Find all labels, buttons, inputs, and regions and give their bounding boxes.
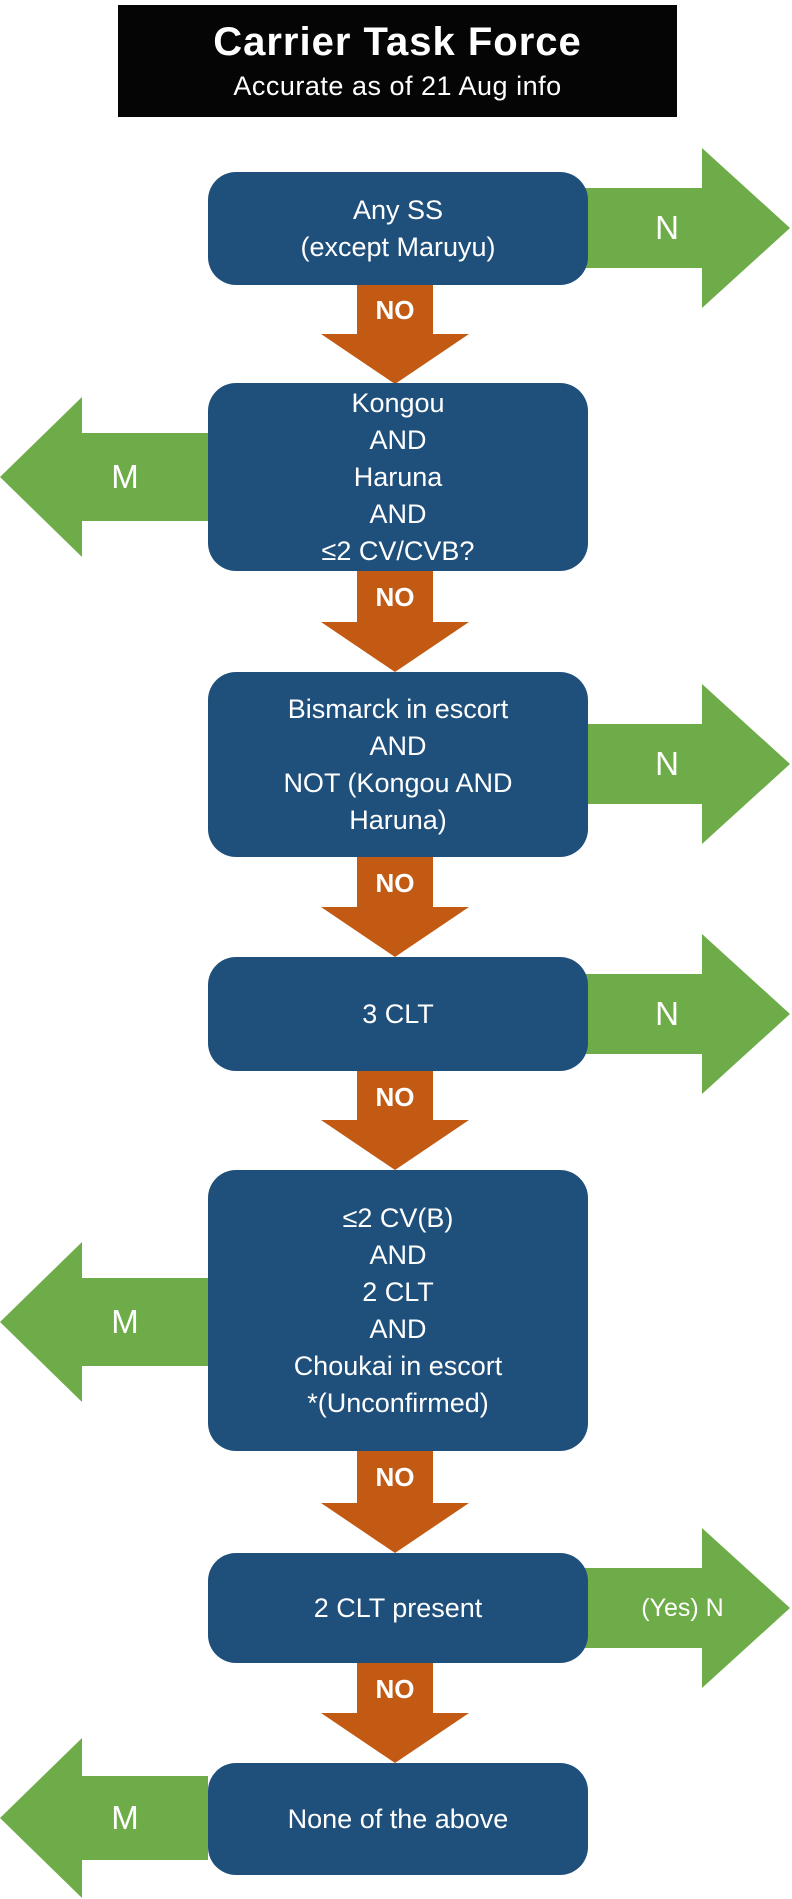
no-arrow-body-1 <box>357 285 433 334</box>
no-arrow-label-2: NO <box>375 582 415 612</box>
title-banner: Carrier Task Force Accurate as of 21 Aug… <box>118 5 677 117</box>
exit-arrow-label-n-4: N <box>655 995 679 1032</box>
no-arrow-head-4 <box>321 1120 469 1170</box>
no-arrow-body-5 <box>357 1451 433 1503</box>
exit-arrow-right-head-1 <box>702 148 790 308</box>
exit-arrow-left-body-7 <box>82 1776 208 1860</box>
exit-arrow-label-m-2: M <box>111 458 139 495</box>
no-arrow-label-3: NO <box>375 868 415 898</box>
decision-box-text: Any SS(except Maruyu) <box>300 194 496 262</box>
exit-arrow-right-body-6 <box>584 1568 702 1648</box>
exit-arrow-right-head-3 <box>702 684 790 844</box>
exit-arrow-label-m-7: M <box>111 1799 139 1836</box>
no-arrow-label-6: NO <box>375 1674 415 1704</box>
exit-arrow-left-head-2 <box>0 397 82 557</box>
no-arrow-head-2 <box>321 622 469 672</box>
exit-arrow-label-n-3: N <box>655 745 679 782</box>
no-arrow-body-2 <box>357 571 433 622</box>
no-arrow-head-5 <box>321 1503 469 1553</box>
no-arrow-head-1 <box>321 334 469 384</box>
exit-arrow-left-head-5 <box>0 1242 82 1402</box>
decision-box-3clt: 3 CLT <box>208 957 588 1071</box>
decision-box-none-of-above: None of the above <box>208 1763 588 1875</box>
exit-arrow-right-body-3 <box>584 724 702 804</box>
flowchart-title: Carrier Task Force <box>213 20 582 64</box>
exit-arrow-right-body-4 <box>584 974 702 1054</box>
no-arrow-label-5: NO <box>375 1462 415 1492</box>
exit-arrow-left-body-5 <box>82 1278 208 1366</box>
no-arrow-body-3 <box>357 857 433 907</box>
no-arrow-label-4: NO <box>375 1082 415 1112</box>
exit-arrow-label-yes-n-6: (Yes) N <box>641 1594 724 1622</box>
exit-arrow-label-n-1: N <box>655 209 679 246</box>
exit-arrow-left-head-7 <box>0 1738 82 1898</box>
decision-box-any-ss: Any SS(except Maruyu) <box>208 172 588 285</box>
exit-arrow-label-m-5: M <box>111 1303 139 1340</box>
no-arrow-label-1: NO <box>375 295 415 325</box>
exit-arrow-right-head-4 <box>702 934 790 1094</box>
exit-arrow-right-body-1 <box>584 188 702 268</box>
decision-box-text: None of the above <box>287 1803 509 1834</box>
no-arrow-head-6 <box>321 1713 469 1763</box>
decision-box-text: 3 CLT <box>362 998 434 1029</box>
exit-arrow-right-head-6 <box>702 1528 790 1688</box>
no-arrow-body-6 <box>357 1663 433 1713</box>
exit-arrow-left-body-2 <box>82 433 208 521</box>
no-arrow-body-4 <box>357 1071 433 1120</box>
flowchart-subtitle: Accurate as of 21 Aug info <box>233 71 562 101</box>
decision-box-2clt-present: 2 CLT present <box>208 1553 588 1663</box>
no-arrow-head-3 <box>321 907 469 957</box>
decision-box-text: 2 CLT present <box>313 1592 483 1623</box>
